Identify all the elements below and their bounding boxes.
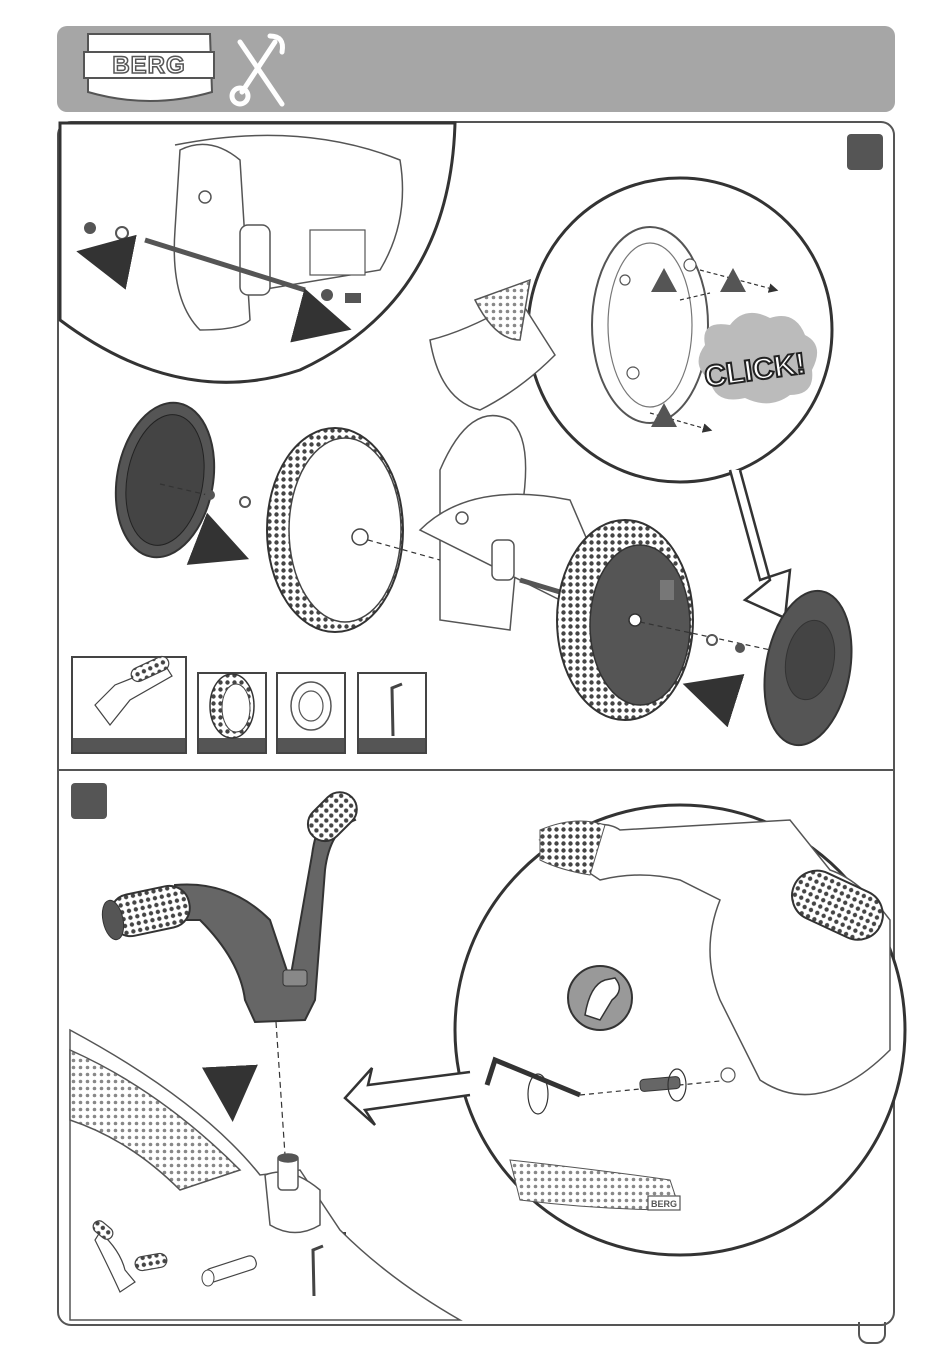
flexed-arm-icon [568, 966, 632, 1030]
handlebar [99, 785, 364, 1022]
click-burst: CLICK! [699, 313, 818, 403]
berg-logo: BERG [84, 34, 214, 101]
steering-part-icon [95, 654, 172, 725]
hex-key-icon [392, 684, 402, 736]
washer-icon [291, 682, 331, 730]
magnifier-callout-1 [60, 123, 455, 382]
wheel-icon [210, 674, 254, 738]
wheel-right [557, 520, 693, 720]
wrench-screwdriver-icon [232, 36, 283, 104]
brand-text: BERG [112, 52, 185, 79]
wheel-left [267, 428, 403, 632]
hub-logo: BERG [648, 1196, 680, 1210]
magnifier-callout-3: BERG [345, 805, 905, 1255]
hub-brand-text: BERG [651, 1199, 677, 1209]
